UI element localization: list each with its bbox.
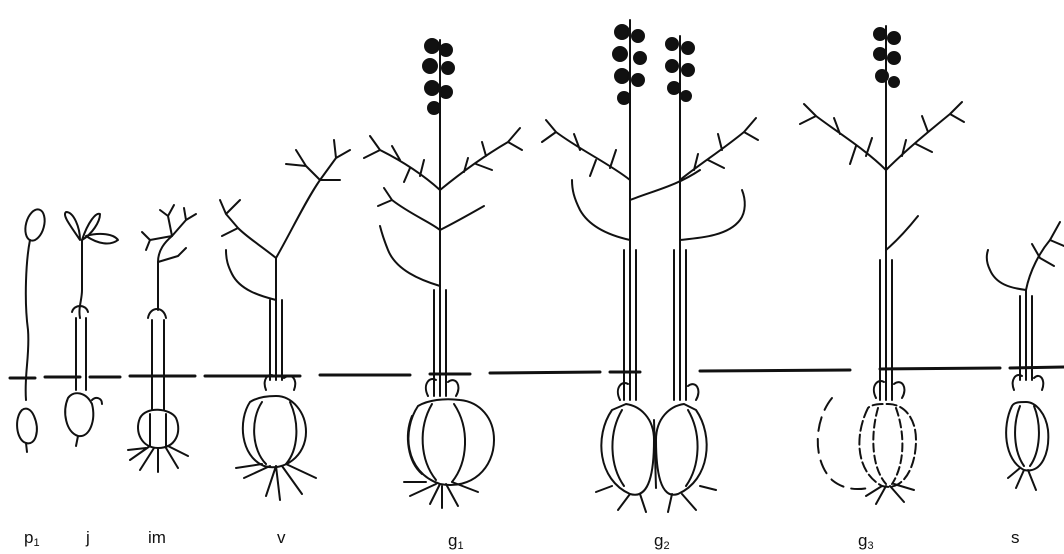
stage-label-g2: g2 bbox=[654, 531, 670, 552]
plant-v bbox=[220, 140, 350, 500]
stage-label-p1-sub: 1 bbox=[33, 537, 39, 549]
plant-im bbox=[128, 205, 196, 472]
stage-label-g2-sub: 2 bbox=[663, 540, 669, 552]
stage-label-im-base: im bbox=[148, 528, 166, 547]
ground-line bbox=[10, 367, 1064, 378]
plant-s bbox=[987, 222, 1064, 490]
stage-label-s: s bbox=[1011, 528, 1020, 548]
plant-g3 bbox=[800, 26, 964, 504]
plant-g1 bbox=[364, 39, 522, 508]
stage-label-g1: g1 bbox=[448, 531, 464, 552]
stage-label-g3: g3 bbox=[858, 531, 874, 552]
stage-label-j-base: j bbox=[86, 528, 90, 547]
plant-g2 bbox=[542, 20, 758, 512]
stage-label-s-base: s bbox=[1011, 528, 1020, 547]
stage-label-g3-sub: 3 bbox=[867, 540, 873, 552]
stage-label-p1: p1 bbox=[24, 528, 40, 549]
stage-label-j: j bbox=[86, 528, 90, 548]
stage-label-v-base: v bbox=[277, 528, 286, 547]
plant-p1 bbox=[17, 207, 48, 452]
stage-label-v: v bbox=[277, 528, 286, 548]
stage-label-g1-sub: 1 bbox=[457, 540, 463, 552]
plant-j bbox=[65, 212, 118, 446]
stage-label-im: im bbox=[148, 528, 166, 548]
